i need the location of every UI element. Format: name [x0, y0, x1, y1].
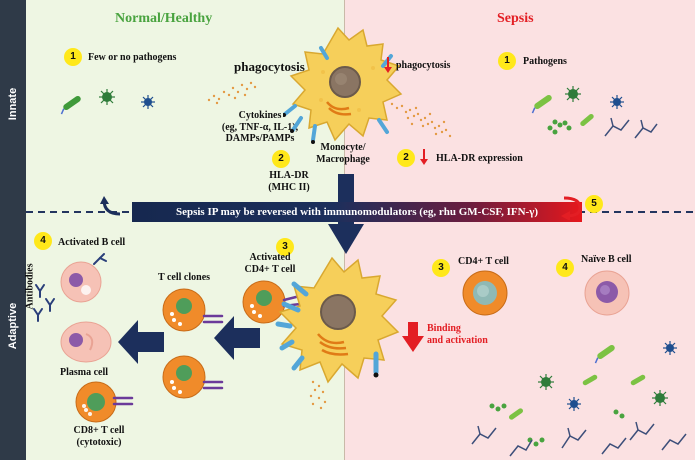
adaptive-label: Adaptive [7, 302, 19, 350]
binding-line-1: Binding [427, 323, 461, 334]
plasma-cell-label: Plasma cell [60, 367, 109, 378]
badge-5: 5 [585, 195, 603, 213]
pathogens-label: Pathogens [523, 56, 567, 67]
hla-line-2: (MHC II) [268, 181, 310, 193]
monocyte-line-2: Macrophage [316, 153, 370, 165]
left-arrow-2 [214, 316, 260, 360]
macrophage-adaptive [275, 256, 400, 384]
cd8-line-2: (cytotoxic) [76, 436, 122, 448]
activated-b-cell [60, 253, 107, 303]
binding-arrow-icon [402, 322, 424, 352]
pathogens-sepsis-adaptive [471, 341, 687, 457]
cytokine-dots-adaptive [309, 380, 327, 410]
cd4-label: CD4+ T cell [458, 256, 509, 267]
antibodies-label: Antibodies [24, 263, 36, 310]
monocyte-label: Monocyte/ Macrophage [303, 142, 383, 165]
badge-4-right: 4 [556, 259, 574, 277]
cytokines-line-2: (eg, TNF-α, IL-1), [221, 121, 299, 133]
badge-1-left: 1 [64, 48, 82, 66]
hla-drmhc-label: HLA-DR (MHC II) [256, 170, 322, 193]
plasma-cell [60, 321, 112, 363]
binding-line-2: and activation [427, 334, 488, 346]
cd8-line-1: CD8+ T cell [73, 425, 125, 436]
innate-label: Innate [7, 87, 19, 121]
naive-b-cell [584, 270, 630, 316]
reverse-arrow-icon [100, 196, 121, 216]
badge-2-right: 2 [397, 149, 415, 167]
cytokine-dots [207, 81, 257, 105]
arrow-down-icon-hla [420, 149, 428, 165]
cd8-label: CD8+ T cell (cytotoxic) [54, 425, 144, 448]
naive-b-label: Naïve B cell [581, 254, 632, 265]
badge-3-right: 3 [432, 259, 450, 277]
antibodies-icon [33, 284, 55, 322]
monocyte-line-1: Monocyte/ [320, 142, 366, 153]
cytokine-dots-sepsis [390, 102, 452, 138]
badge-4-left: 4 [34, 232, 52, 250]
binding-label: Binding and activation [427, 323, 488, 346]
pathogens-many-icon [531, 86, 658, 139]
sepsis-title: Sepsis [497, 11, 534, 26]
sidebar [0, 0, 26, 460]
activated-cd4-label: Activated CD4+ T cell [230, 252, 310, 275]
t-clone-1 [162, 288, 224, 332]
cd8-t-cell [75, 381, 134, 423]
few-pathogens-icon [60, 89, 155, 115]
cytokines-line-1: Cytokines [238, 110, 282, 121]
hla-line-1: HLA-DR [269, 170, 309, 181]
t-clone-2 [162, 355, 224, 399]
cytokines-label: Cytokines (eg, TNF-α, IL-1), DAMPs/PAMPs [190, 110, 330, 145]
arrow-down-icon [384, 57, 392, 73]
activated-cd4-line-2: CD4+ T cell [244, 263, 296, 275]
phagocytosis-down-label: phagocytosis [396, 60, 451, 71]
badge-2-left: 2 [272, 150, 290, 168]
cytokines-line-3: DAMPs/PAMPs [225, 133, 295, 144]
reverse-arrow-icon-right [561, 196, 582, 220]
badge-3-left: 3 [276, 238, 294, 256]
activated-cd4-cell [242, 280, 302, 324]
few-pathogens-text: Few or no pathogens [88, 52, 177, 63]
activated-cd4-line-1: Activated [249, 252, 291, 263]
cd4-t-cell [462, 270, 508, 316]
healthy-title: Normal/Healthy [115, 11, 213, 26]
left-arrow-1 [118, 320, 164, 364]
immunomodulator-banner: Sepsis IP may be reversed with immunomod… [132, 202, 582, 222]
hla-down-label: HLA-DR expression [436, 153, 523, 164]
badge-1-right: 1 [498, 52, 516, 70]
phagocytosis-label: phagocytosis [234, 59, 305, 74]
t-cell-clones-label: T cell clones [158, 272, 211, 283]
activated-b-label: Activated B cell [58, 237, 126, 248]
